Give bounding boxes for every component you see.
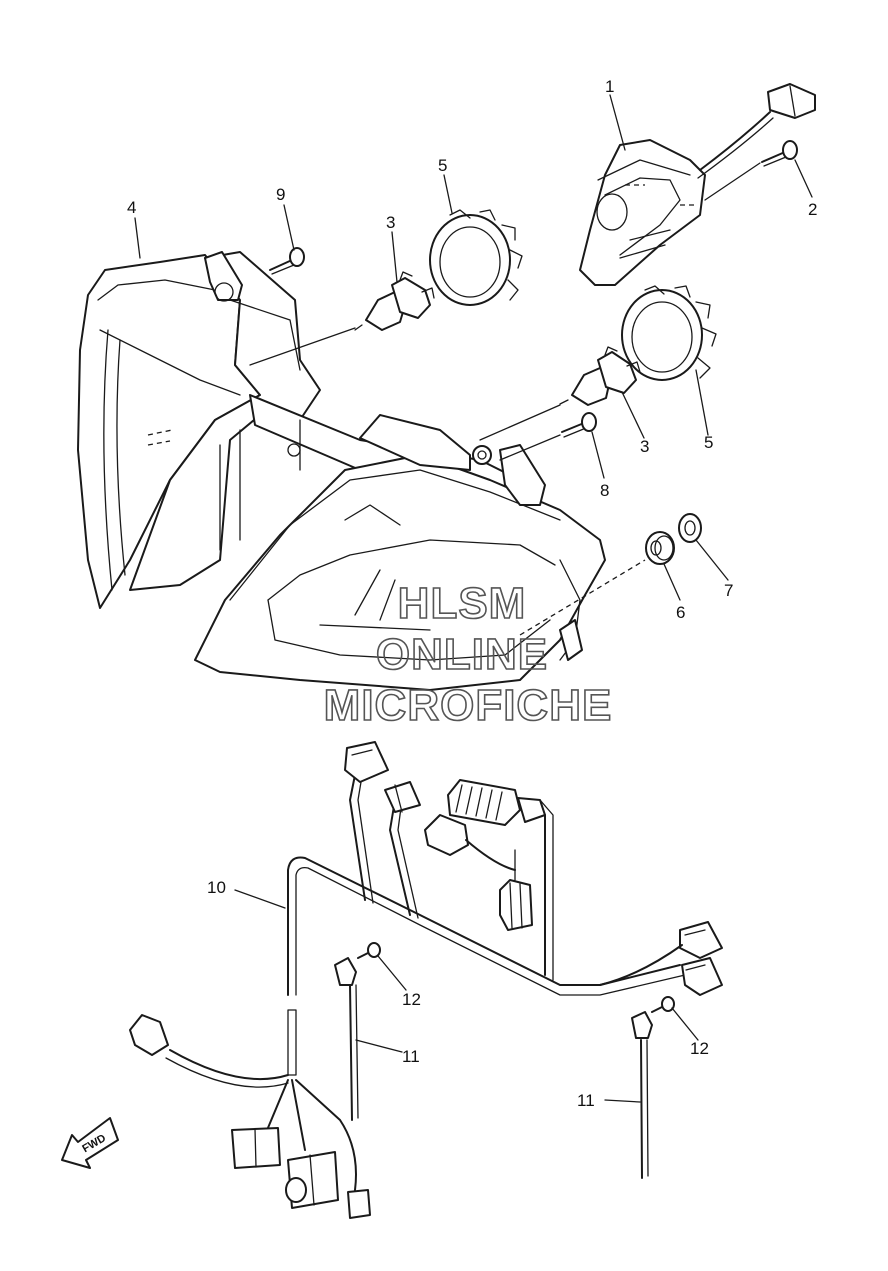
part-screw-9: [269, 247, 305, 275]
part-bands-and-screws: [334, 942, 675, 1179]
callout-10: 10: [207, 878, 226, 897]
watermark: HLSM ONLINE MICROFICHE: [323, 578, 613, 731]
part-screw-8: [499, 412, 597, 461]
callout-11-right: 11: [577, 1091, 595, 1110]
callout-3-upper: 3: [386, 213, 395, 232]
callout-1: 1: [605, 77, 614, 96]
part-headlight-housing: [77, 251, 606, 691]
callout-5-lower: 5: [704, 433, 713, 452]
part-position-light-assy: [579, 83, 816, 286]
leader-lines: [134, 94, 813, 1103]
part-bulb-lower: [479, 346, 641, 441]
callout-6: 6: [676, 603, 685, 622]
part-wire-harness: [129, 741, 723, 1219]
callout-12-right: 12: [690, 1039, 709, 1058]
part-screw-2: [704, 140, 798, 201]
callout-7: 7: [724, 581, 733, 600]
callout-numbers: 1 2 3 4 5 9 3 5 8 6 7 10 12 11 11 12: [127, 77, 817, 1110]
part-bulb-cover-lower: [621, 285, 717, 381]
part-washer: [678, 513, 702, 543]
callout-9: 9: [276, 185, 285, 204]
callout-2: 2: [808, 200, 817, 219]
fwd-arrow-icon: FWD: [61, 1117, 119, 1169]
callout-5-upper: 5: [438, 156, 447, 175]
part-grommet: [519, 531, 675, 636]
callout-12-left: 12: [402, 990, 421, 1009]
part-bulb-cover-upper: [429, 209, 523, 306]
callout-3-lower: 3: [640, 437, 649, 456]
watermark-line-1: HLSM: [398, 579, 527, 628]
callout-8: 8: [600, 481, 609, 500]
watermark-line-3: MICROFICHE: [324, 681, 613, 730]
callout-4: 4: [127, 198, 136, 217]
part-bulb-upper: [249, 271, 435, 366]
callout-11-left: 11: [402, 1047, 420, 1066]
watermark-line-2: ONLINE: [376, 630, 548, 679]
